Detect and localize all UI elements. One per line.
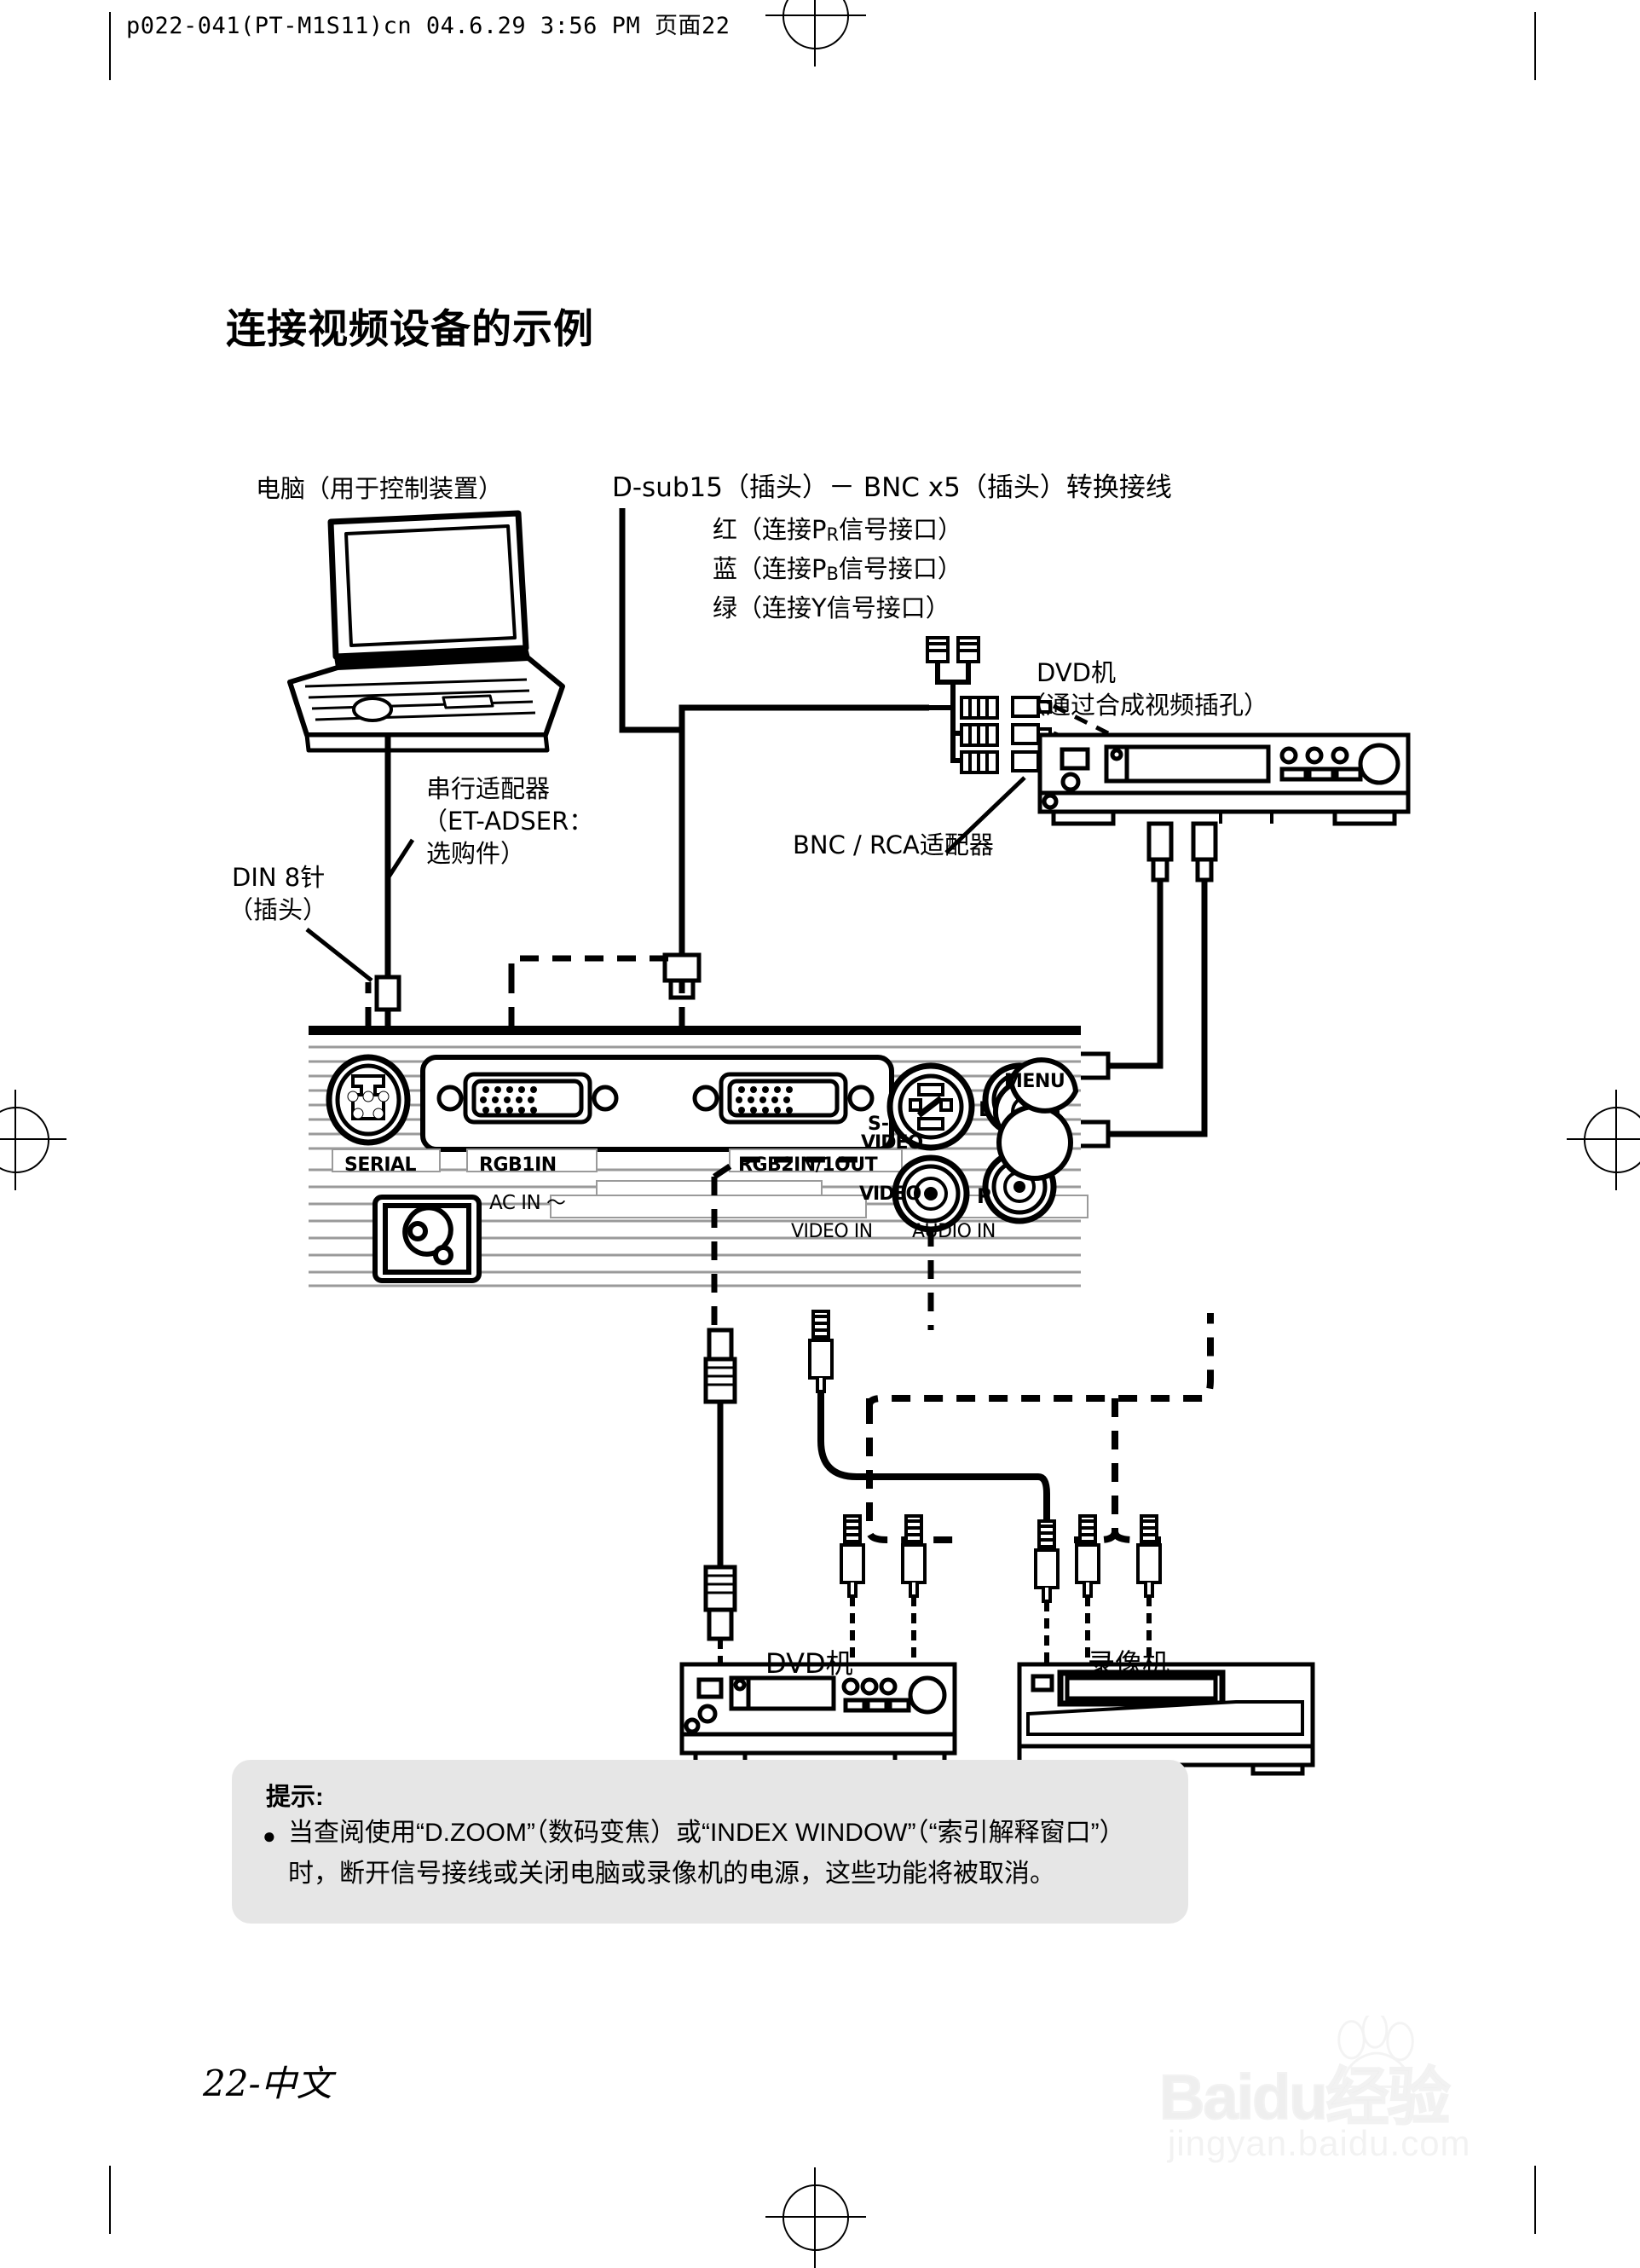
terminal-label-rgb2in1out: RGB2IN/1OUT (738, 1154, 878, 1176)
crop-mark-right (1534, 12, 1536, 80)
page-title: 连接视频设备的示例 (226, 306, 594, 354)
label-dsub-blue-subscript: B (826, 564, 839, 584)
terminal-label-menu: MENU (1004, 1071, 1065, 1092)
label-dsub-red-suffix: 信号接口） (839, 515, 963, 544)
registration-mark-bottom (765, 2167, 866, 2268)
watermark-sub-text: jingyan.baidu.com (1168, 2123, 1471, 2163)
label-din8-line2: （插头） (228, 895, 328, 924)
note-bullet-icon: ● (263, 1823, 276, 1849)
terminal-label-audio-in: AUDIO IN (912, 1221, 996, 1242)
terminal-label-rgb1in: RGB1IN (479, 1154, 557, 1176)
crop-mark-right-bottom (1534, 2166, 1536, 2234)
label-dsub-red: 红（连接PR信号接口） (713, 513, 962, 551)
label-dvd-top-line2: （通过合成视频插孔） (1021, 691, 1269, 720)
label-din8-line1: DIN 8针 (232, 863, 326, 892)
label-dsub-green: 绿（连接Y信号接口） (713, 593, 950, 622)
registration-mark-left (0, 1090, 66, 1190)
terminal-label-ac-in: AC IN ～ (489, 1192, 566, 1214)
crop-mark-left (109, 12, 111, 80)
terminal-label-svideo-line1: S- (868, 1114, 889, 1135)
page-footer: 22-中文 (203, 2063, 332, 2104)
registration-mark-top (765, 0, 866, 67)
label-serial-adapter-line1: 串行适配器 (426, 774, 551, 803)
terminal-label-svideo-line2: VIDEO (861, 1132, 923, 1154)
label-serial-adapter-line2: （ET-ADSER： (423, 807, 594, 836)
label-dvd-bottom: DVD机 (765, 1647, 853, 1680)
note-box: 提示: ● 当查阅使用“D.ZOOM”（数码变焦）或“INDEX WINDOW”… (232, 1760, 1188, 1924)
label-bnc-rca-adapter: BNC / RCA适配器 (793, 830, 994, 859)
print-header: p022-041(PT-M1S11)cn 04.6.29 3:56 PM 页面2… (126, 13, 730, 39)
label-dsub-red-text: 红（连接P (713, 515, 827, 544)
label-dsub-red-subscript: R (826, 524, 840, 545)
label-dsub-blue-suffix: 信号接口） (838, 554, 962, 583)
label-serial-adapter-line3: 选购件） (426, 839, 526, 868)
note-title: 提示: (266, 1784, 324, 1811)
label-dsub15-cable: D-sub15（插头）－ BNC x5（插头）转换接线 (612, 472, 1172, 503)
registration-mark-right (1567, 1090, 1640, 1190)
label-dsub-blue-text: 蓝（连接P (713, 554, 827, 583)
terminal-label-audio-l: L (979, 1097, 992, 1121)
terminal-label-audio-r: R (977, 1184, 993, 1208)
label-vcr-bottom: 录像机 (1088, 1647, 1170, 1680)
label-computer: 电脑（用于控制装置） (256, 474, 504, 503)
baidu-watermark: Baidu经验 jingyan.baidu.com (1158, 2016, 1602, 2183)
watermark-main-text: Baidu经验 (1158, 2061, 1452, 2133)
label-dsub-blue: 蓝（连接PB信号接口） (713, 553, 962, 590)
crop-mark-left-bottom (109, 2166, 111, 2234)
note-body: 当查阅使用“D.ZOOM”（数码变焦）或“INDEX WINDOW”（“索引解释… (288, 1819, 1125, 1888)
terminal-label-serial: SERIAL (344, 1154, 417, 1176)
paw-icon (1337, 2016, 1414, 2088)
terminal-label-video-in: VIDEO IN (791, 1221, 873, 1242)
label-dvd-top-line1: DVD机 (1037, 658, 1116, 687)
terminal-label-video: VIDEO (859, 1183, 921, 1205)
